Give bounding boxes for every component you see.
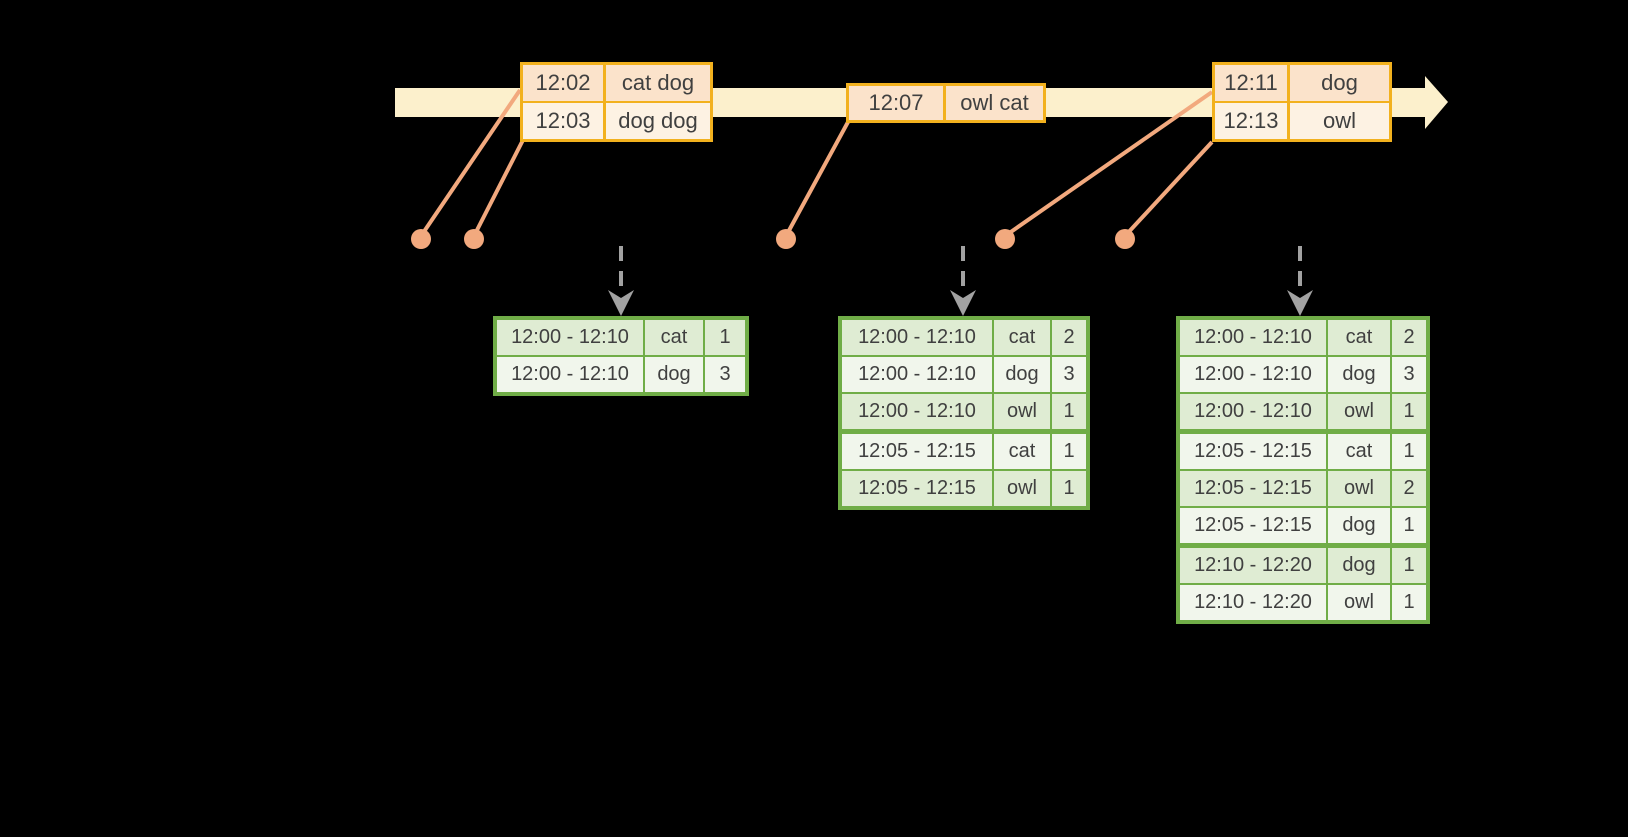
window-range: 12:10 - 12:20 <box>1194 554 1312 576</box>
animal: dog <box>1326 357 1390 392</box>
animal: dog <box>1326 508 1390 543</box>
event-words: dog <box>1287 65 1389 101</box>
count: 3 <box>703 357 745 392</box>
event-connector-line <box>784 121 850 237</box>
animal: dog <box>1326 548 1390 583</box>
window-range: 12:05 - 12:15 <box>858 477 976 499</box>
event-connector-line <box>472 137 526 237</box>
animal: dog <box>643 357 703 392</box>
event-dot <box>464 229 484 249</box>
window-range: 12:05 - 12:15 <box>1194 440 1312 462</box>
window-range: 12:05 - 12:15 <box>1194 477 1312 499</box>
event-time: 12:13 <box>1223 108 1279 133</box>
animal: dog <box>992 357 1050 392</box>
event-time: 12:02 <box>535 70 591 95</box>
animal: owl <box>992 471 1050 506</box>
count: 2 <box>1390 471 1426 506</box>
animal: cat <box>992 434 1050 469</box>
window-range: 12:00 - 12:10 <box>511 326 629 348</box>
event-words: dog dog <box>603 103 710 139</box>
count: 3 <box>1390 357 1426 392</box>
event-dot <box>995 229 1015 249</box>
event-box-1202-1203: 12:02 cat dog 12:03 dog dog <box>520 62 713 142</box>
event-row: 12:13 owl <box>1215 101 1389 139</box>
event-connector-line <box>1123 140 1214 238</box>
window-range: 12:00 - 12:10 <box>858 400 976 422</box>
window-range: 12:05 - 12:15 <box>858 440 976 462</box>
event-connector-line <box>1003 90 1214 238</box>
event-words: cat dog <box>603 65 710 101</box>
count: 1 <box>703 320 745 355</box>
event-time: 12:11 <box>1224 70 1278 95</box>
window-range: 12:00 - 12:10 <box>858 363 976 385</box>
window-range: 12:00 - 12:10 <box>1194 400 1312 422</box>
trigger-arrow-head-icon <box>950 290 976 316</box>
event-dot <box>776 229 796 249</box>
event-row: 12:11 dog <box>1215 65 1389 101</box>
animal: cat <box>643 320 703 355</box>
count: 1 <box>1050 434 1086 469</box>
count: 2 <box>1390 320 1426 355</box>
count: 1 <box>1390 548 1426 583</box>
trigger-arrow-head-icon <box>608 290 634 316</box>
animal: owl <box>1326 471 1390 506</box>
count: 3 <box>1050 357 1086 392</box>
animal: owl <box>992 394 1050 429</box>
count: 1 <box>1390 394 1426 429</box>
event-box-1211-1213: 12:11 dog 12:13 owl <box>1212 62 1392 142</box>
event-time-axis-arrowhead-icon <box>1425 76 1448 129</box>
animal: owl <box>1326 394 1390 429</box>
event-dot <box>411 229 431 249</box>
window-range: 12:00 - 12:10 <box>1194 363 1312 385</box>
count: 1 <box>1390 508 1426 543</box>
trigger-arrow-head-icon <box>1287 290 1313 316</box>
animal: cat <box>1326 320 1390 355</box>
count: 1 <box>1050 394 1086 429</box>
animal: cat <box>1326 434 1390 469</box>
count: 1 <box>1390 585 1426 620</box>
event-time: 12:07 <box>868 90 924 115</box>
count: 1 <box>1050 471 1086 506</box>
event-words: owl cat <box>943 86 1043 120</box>
window-range: 12:05 - 12:15 <box>1194 514 1312 536</box>
event-row: 12:07 owl cat <box>849 86 1043 120</box>
event-dot <box>1115 229 1135 249</box>
count: 1 <box>1390 434 1426 469</box>
window-range: 12:00 - 12:10 <box>511 363 629 385</box>
window-range: 12:00 - 12:10 <box>1194 326 1312 348</box>
event-row: 12:02 cat dog <box>523 65 710 101</box>
event-row: 12:03 dog dog <box>523 101 710 139</box>
event-time: 12:03 <box>535 108 591 133</box>
count: 2 <box>1050 320 1086 355</box>
window-range: 12:10 - 12:20 <box>1194 591 1312 613</box>
animal: owl <box>1326 585 1390 620</box>
animal: cat <box>992 320 1050 355</box>
event-connector-line <box>419 88 522 238</box>
window-range: 12:00 - 12:10 <box>858 326 976 348</box>
event-words: owl <box>1287 103 1389 139</box>
event-box-1207: 12:07 owl cat <box>846 83 1046 123</box>
